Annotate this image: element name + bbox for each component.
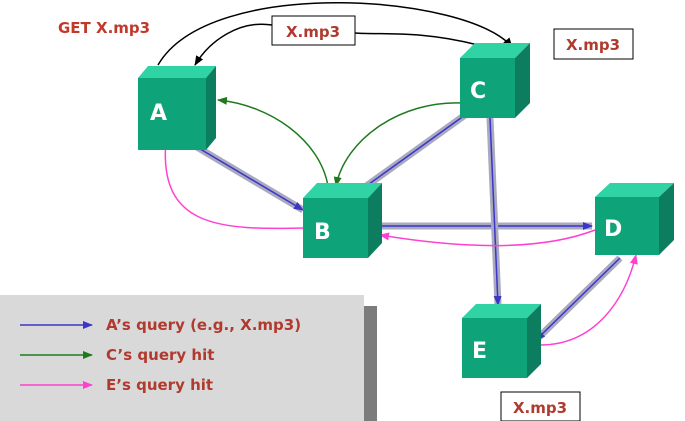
edge-d-e [535,257,621,341]
file-at-e-box: X.mp3 [500,391,581,421]
node-e-label: E [472,339,487,364]
edge-c-e [489,117,502,306]
c-hit-c-to-b [333,102,464,187]
query-file-label: X.mp3 [286,23,340,41]
file-at-e-label: X.mp3 [513,399,567,417]
file-at-c-label: X.mp3 [566,36,620,54]
node-b: B [303,183,382,258]
node-a-label: A [150,101,167,126]
node-c: C [460,43,530,118]
query-edges [183,107,623,343]
legend-label-query: A’s query (e.g., X.mp3) [106,316,301,334]
legend-panel: A’s query (e.g., X.mp3) C’s query hit E’… [0,295,377,421]
node-d: D [595,183,674,255]
get-request-label: GET X.mp3 [58,19,150,37]
file-at-c-box: X.mp3 [553,28,634,60]
query-file-box: X.mp3 [271,15,356,46]
node-b-label: B [314,220,331,245]
e-hit-b-to-a [161,139,306,230]
node-d-label: D [604,217,622,242]
e-hit-e-to-d [539,254,638,346]
node-a: A [138,66,216,150]
e-hit-d-to-b [379,229,596,247]
arrow-c-to-a-tail [194,23,273,66]
edge-b-c [357,109,473,193]
node-c-label: C [470,79,486,104]
legend-label-c-hit: C’s query hit [106,346,214,364]
edge-a-b [184,139,304,211]
c-hit-b-to-a [217,96,329,187]
legend-label-e-hit: E’s query hit [106,376,213,394]
arrow-c-to-a [354,32,479,46]
arrow-a-to-c [157,2,513,66]
node-e: E [462,304,541,378]
